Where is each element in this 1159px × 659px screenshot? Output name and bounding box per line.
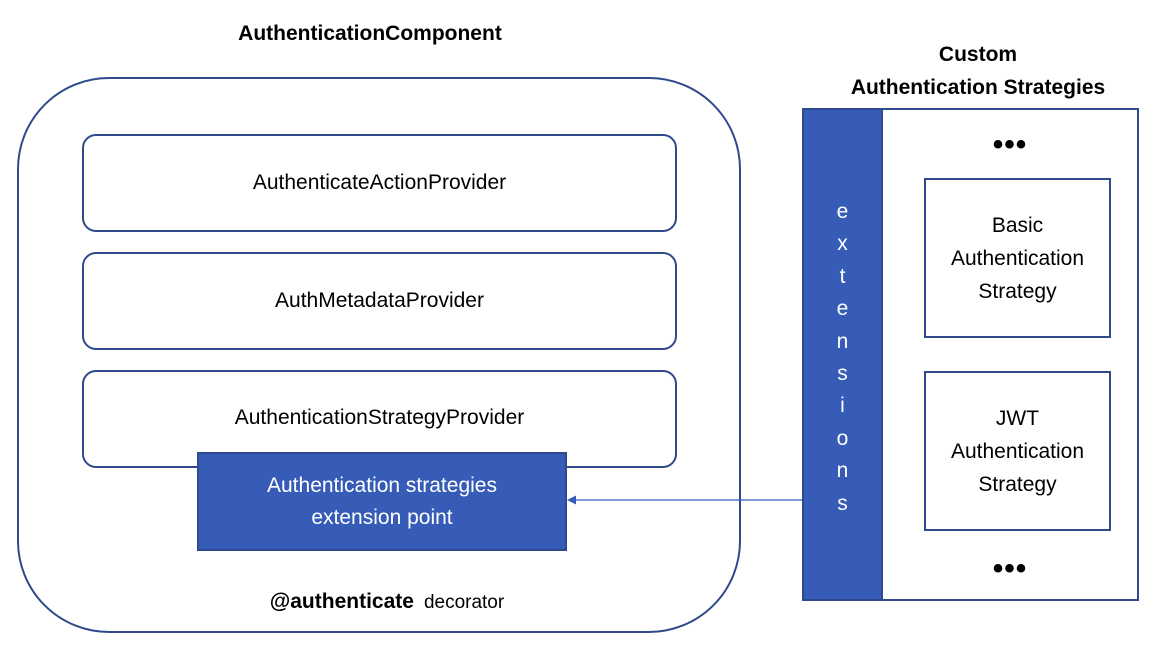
- decorator-text: decorator: [423, 592, 505, 613]
- extensions-letter: n: [836, 459, 849, 483]
- extensions-label: e x t e n s i o n s: [802, 196, 883, 520]
- extensions-letter: s: [837, 491, 848, 515]
- extensions-letter: e: [836, 297, 849, 321]
- provider-box-metadata: AuthMetadataProvider: [82, 252, 677, 350]
- extensions-letter: t: [839, 264, 846, 288]
- extensions-letter: e: [836, 200, 849, 223]
- decorator-name: @authenticate: [269, 590, 414, 613]
- jwt-strategy-box: JWT Authentication Strategy: [924, 371, 1111, 531]
- custom-title: Custom Authentication Strategies: [818, 38, 1138, 104]
- strategy-text: Basic: [991, 213, 1044, 237]
- extension-point-line2: extension point: [311, 505, 453, 529]
- decorator-label: @authenticate decorator: [17, 590, 757, 614]
- provider-box-action: AuthenticateActionProvider: [82, 134, 677, 232]
- extensions-letter: x: [837, 232, 848, 256]
- extensions-letter: s: [837, 362, 848, 386]
- strategy-text: Strategy: [978, 472, 1057, 496]
- custom-title-line1: Custom: [938, 43, 1018, 66]
- extensions-letter: o: [836, 426, 849, 450]
- extension-point-line1: Authentication strategies: [267, 473, 497, 497]
- strategy-text: Strategy: [978, 279, 1057, 303]
- component-title: AuthenticationComponent: [238, 22, 502, 45]
- strategy-text: JWT: [995, 406, 1040, 430]
- ellipsis-bottom: •••: [992, 552, 1028, 585]
- arrow-head-icon: [567, 495, 576, 505]
- extension-point-box: Authentication strategies extension poin…: [197, 452, 567, 551]
- basic-strategy-box: Basic Authentication Strategy: [924, 178, 1111, 338]
- extensions-letter: i: [840, 394, 845, 418]
- ellipsis-top: •••: [992, 128, 1028, 161]
- strategy-text: Authentication: [950, 246, 1085, 270]
- extensions-letter: n: [836, 329, 849, 353]
- authentication-component-box: [17, 77, 741, 633]
- custom-title-line2: Authentication Strategies: [850, 76, 1106, 99]
- strategy-text: Authentication: [950, 439, 1085, 463]
- provider-box-strategy: AuthenticationStrategyProvider: [82, 370, 677, 468]
- extensions-column: [802, 108, 883, 601]
